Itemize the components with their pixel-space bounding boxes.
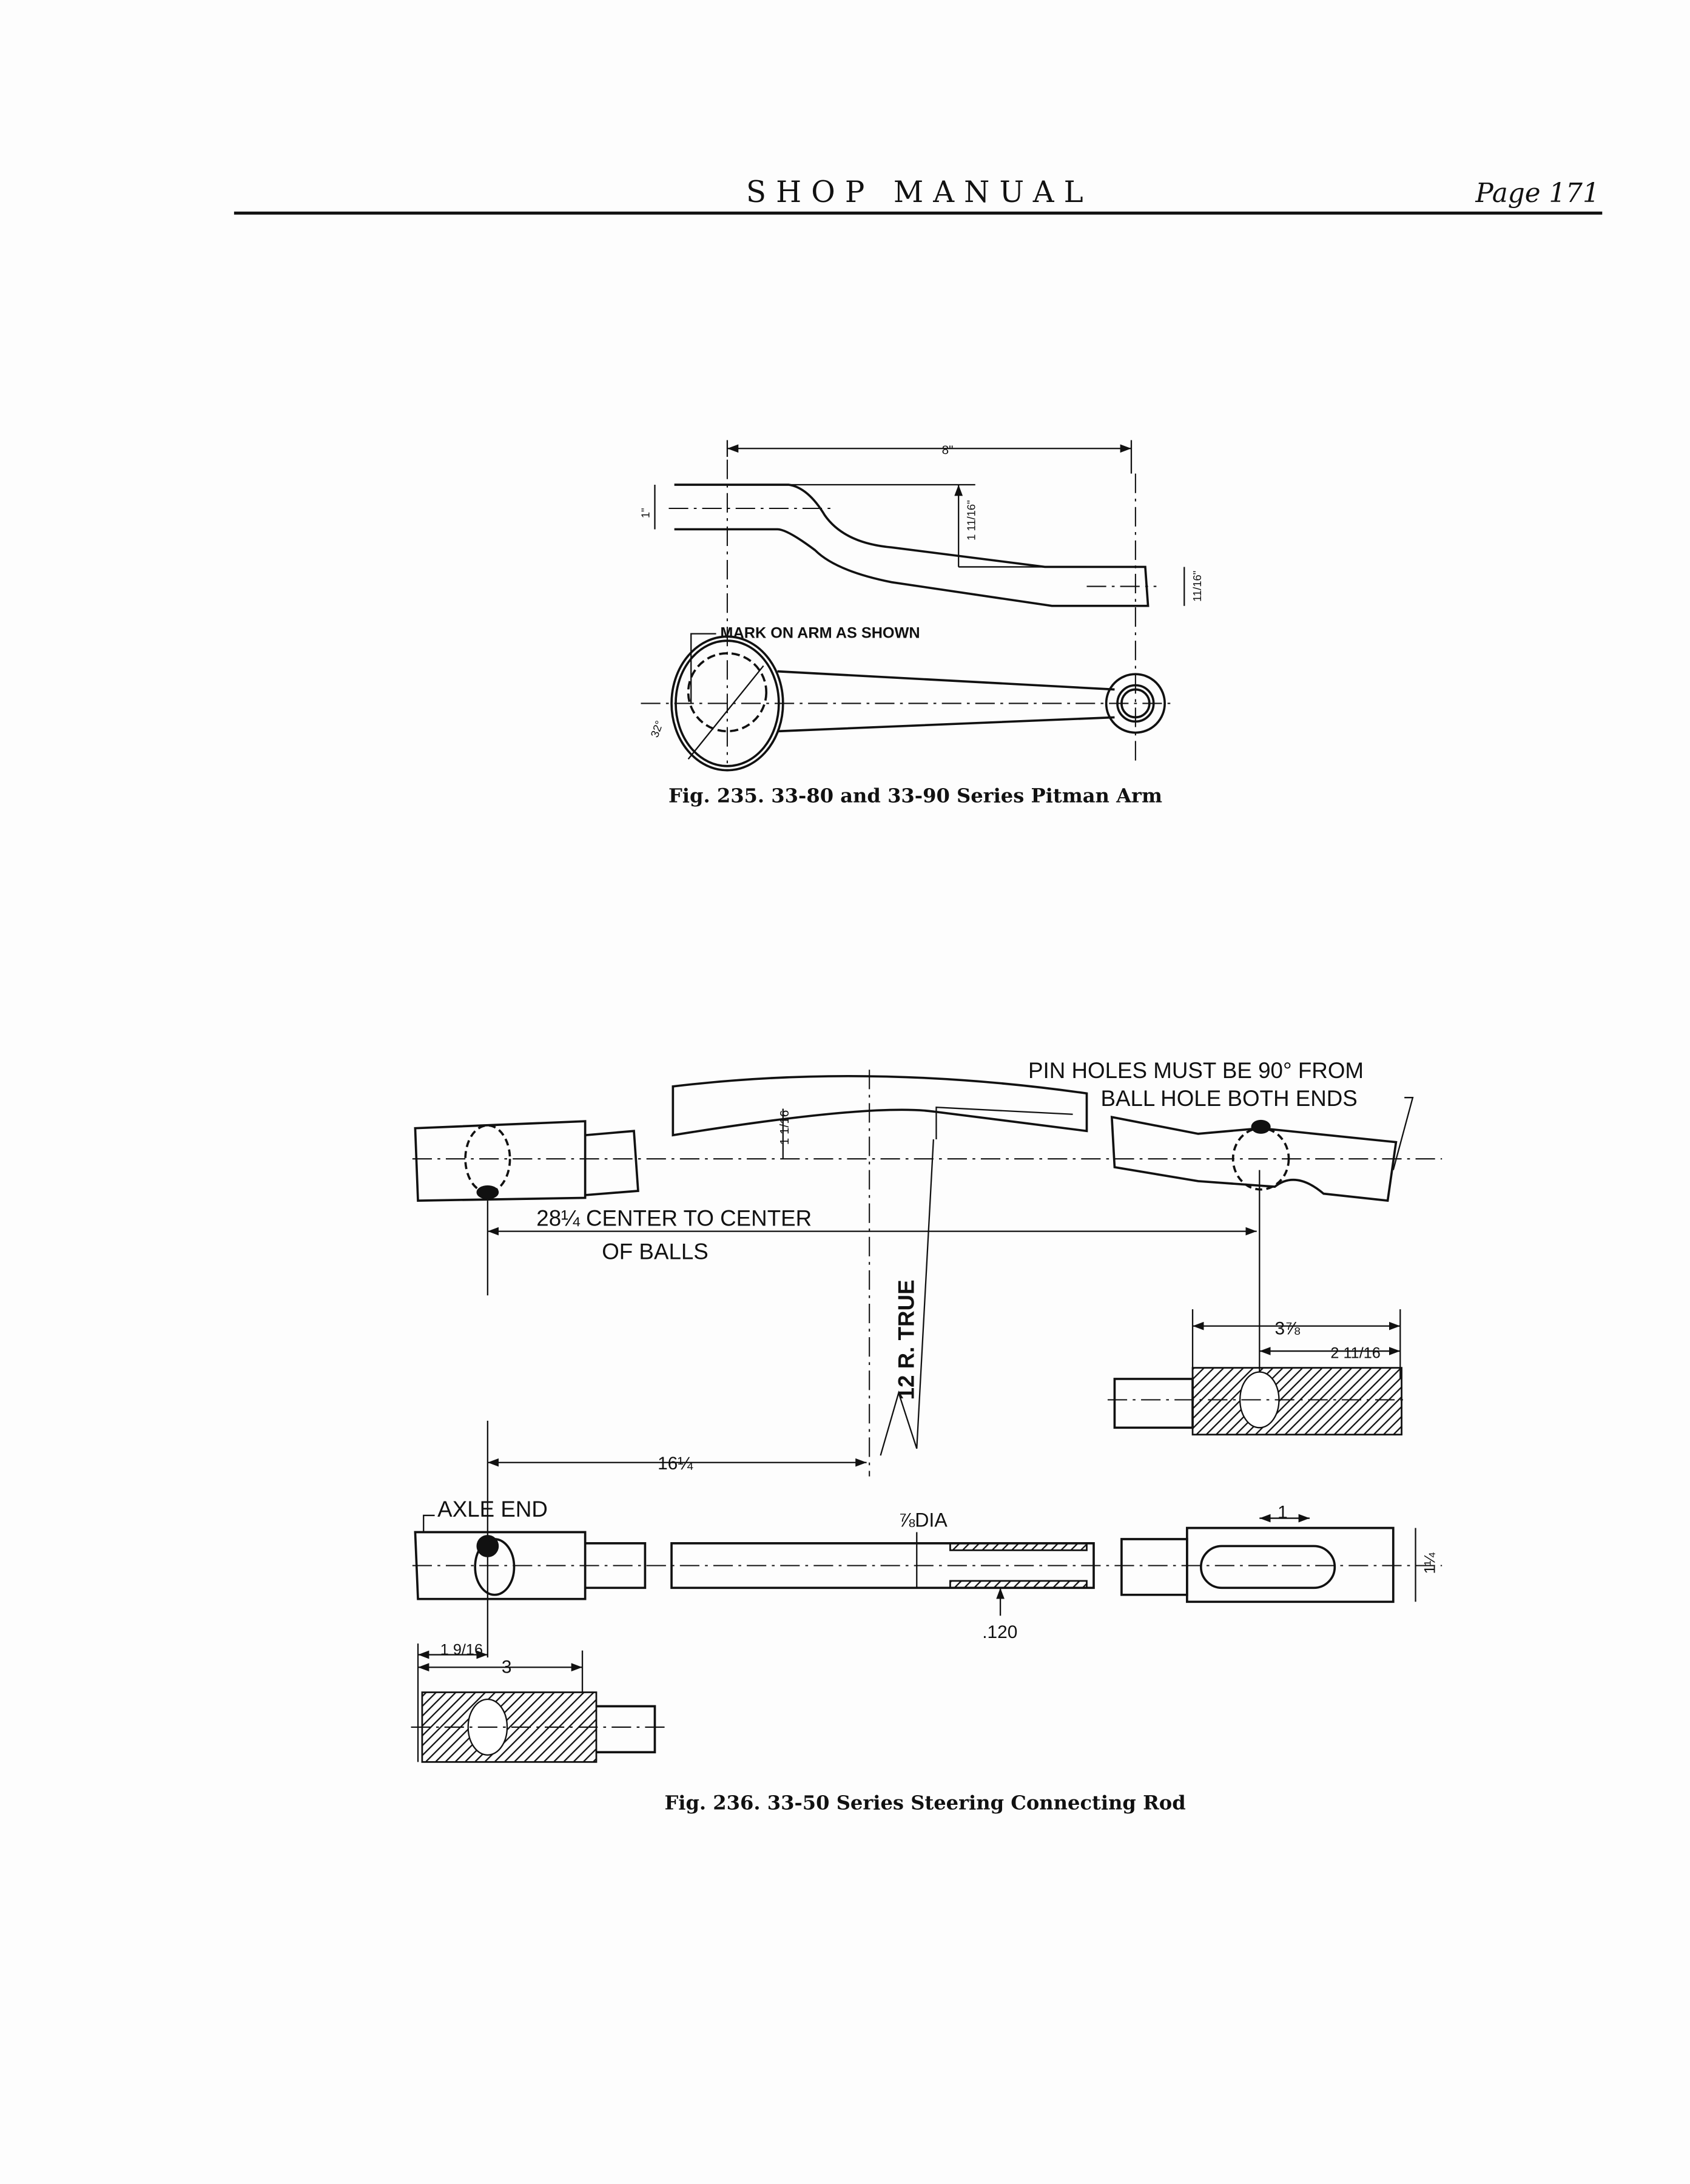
arm-body bbox=[777, 670, 1115, 733]
dim-half-label: 16¼ bbox=[658, 1454, 693, 1474]
left-socket-top bbox=[414, 1120, 587, 1202]
dim-axle-total-label: 3 bbox=[502, 1657, 512, 1677]
angle-label: 32° bbox=[648, 719, 665, 739]
dim-end-partial-label: 2 11/16 bbox=[1330, 1345, 1380, 1362]
radius-label: 12 R. TRUE bbox=[894, 1279, 919, 1400]
figure-235-pitman-arm: 8" 1" 1 11/16" 11/16" MARK ON ARM AS SHO… bbox=[639, 440, 1204, 807]
wall-thickness-label: .120 bbox=[982, 1622, 1017, 1642]
dim-axle-partial-label: 1 9/16 bbox=[440, 1642, 483, 1659]
arm-side-view bbox=[674, 484, 1150, 607]
bent-rod-top bbox=[672, 1074, 1088, 1137]
figure-236-steering-rod: PIN HOLES MUST BE 90° FROM BALL HOLE BOT… bbox=[411, 1058, 1443, 1814]
page-number: Page 171 bbox=[1475, 178, 1599, 209]
figure-235-caption: Fig. 235. 33-80 and 33-90 Series Pitman … bbox=[668, 784, 1162, 807]
dim-slot-label: 1 bbox=[1278, 1503, 1288, 1523]
arm-small-boss bbox=[1105, 673, 1166, 734]
right-end-section bbox=[1191, 1367, 1402, 1436]
figure-236-caption: Fig. 236. 33-50 Series Steering Connecti… bbox=[664, 1791, 1185, 1814]
mark-note: MARK ON ARM AS SHOWN bbox=[720, 625, 920, 642]
axle-end-socket bbox=[414, 1531, 587, 1600]
right-socket-top bbox=[1110, 1116, 1398, 1202]
right-end-socket bbox=[1186, 1526, 1395, 1603]
dim-end-height-label: 1¼ bbox=[1422, 1552, 1439, 1574]
axle-end-label: AXLE END bbox=[437, 1497, 548, 1522]
center-distance-label-line1: 28¼ CENTER TO CENTER bbox=[536, 1205, 812, 1230]
header-title: SHOP MANUAL bbox=[746, 175, 1093, 209]
diameter-label: ⅞DIA bbox=[898, 1509, 948, 1531]
axle-end-section bbox=[421, 1691, 598, 1763]
center-distance-label-line2: OF BALLS bbox=[602, 1239, 709, 1264]
dim-offset-label: 1 11/16" bbox=[965, 500, 978, 540]
dim-left-height-label: 1" bbox=[639, 508, 651, 518]
dim-right-height-label: 11/16" bbox=[1191, 571, 1204, 602]
dim-bend-label: 1 1/16 bbox=[778, 1110, 792, 1145]
pin-hole-note-line2: BALL HOLE BOTH ENDS bbox=[1100, 1086, 1357, 1111]
pin-hole-note-line1: PIN HOLES MUST BE 90° FROM bbox=[1028, 1058, 1364, 1083]
page-header: SHOP MANUAL Page 171 bbox=[234, 175, 1603, 215]
dim-length-label: 8" bbox=[942, 443, 954, 457]
dim-end-total-label: 3⅞ bbox=[1275, 1318, 1301, 1338]
